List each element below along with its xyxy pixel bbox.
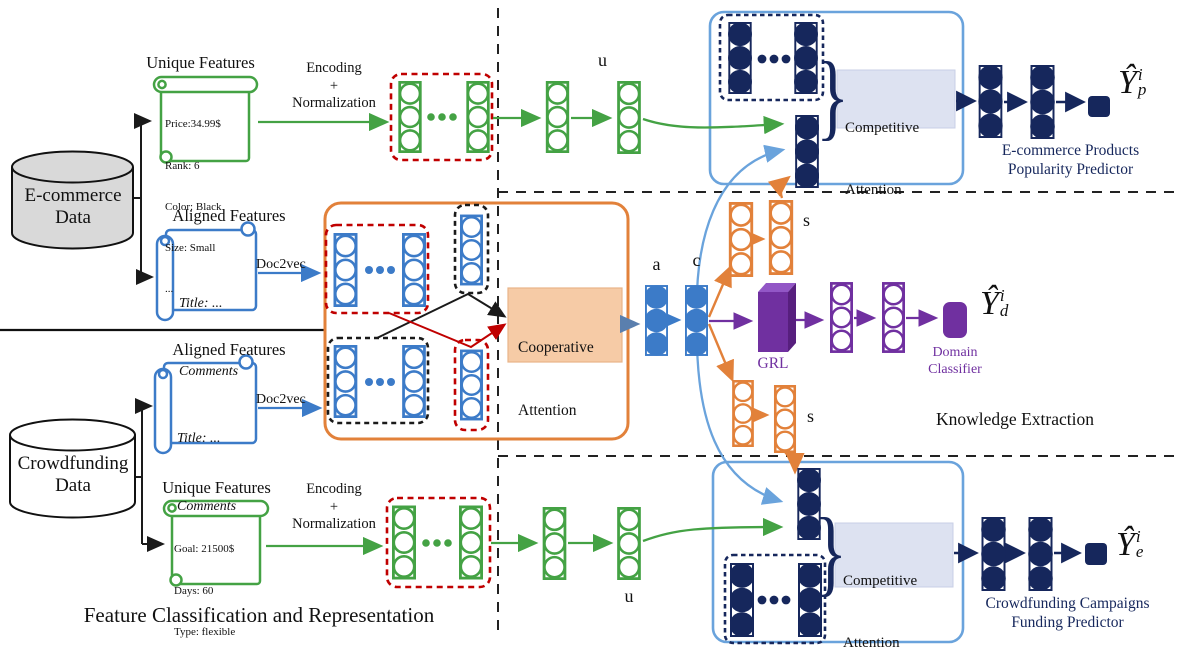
nn-layer xyxy=(459,505,483,580)
superscript-i: i xyxy=(999,286,1005,305)
blue-arrows xyxy=(258,263,682,418)
ecom-unique-scroll-icon xyxy=(152,75,259,164)
ecom-unique-features-title: Unique Features xyxy=(146,53,255,72)
crowd-unique-features-list: Goal: 21500$ Days: 60 Type: flexible #Ba… xyxy=(174,543,236,638)
superscript-i: i xyxy=(1137,65,1143,84)
output-node-e xyxy=(1085,543,1107,565)
vector-label-s-top: s xyxy=(803,210,811,230)
nn-layer xyxy=(542,507,567,580)
vector-label-s-bottom: s xyxy=(807,406,815,426)
nn-layer xyxy=(981,517,1006,591)
crowd-aligned-features-list: Title: ... Comments xyxy=(177,431,237,514)
nn-layer-u-top xyxy=(617,81,641,154)
ecommerce-database-icon xyxy=(11,150,134,250)
nn-layer xyxy=(333,345,358,418)
vector-label-u-bottom: u xyxy=(624,586,634,606)
output-node-d xyxy=(943,302,967,338)
yhat-symbol: Ŷ xyxy=(1116,526,1135,563)
doc2vec-label-top: Doc2vec xyxy=(256,257,306,272)
yhat-symbol: Ŷ xyxy=(1118,64,1137,101)
competitive-attention-box-bottom xyxy=(834,522,954,588)
cross-domain-red-line xyxy=(388,312,507,349)
output-label-yp: Ŷ i p xyxy=(1118,66,1146,100)
doc2vec-label-bottom: Doc2vec xyxy=(256,392,306,407)
nn-layer-a xyxy=(645,284,668,357)
nn-layer xyxy=(466,81,490,153)
green-arrows xyxy=(258,108,785,556)
navy-arrows xyxy=(954,90,1086,564)
black-branch-arrows xyxy=(133,113,507,552)
vector-label-a: a xyxy=(652,254,661,274)
crowd-unique-scroll-icon xyxy=(162,499,270,587)
superscript-i: i xyxy=(1135,527,1141,546)
brace-top: } xyxy=(816,42,850,149)
nn-layer xyxy=(392,505,416,580)
grl-label: GRL xyxy=(757,355,789,372)
subscript-d: d xyxy=(999,301,1009,320)
feature-classification-caption: Feature Classification and Representatio… xyxy=(83,603,435,627)
nn-layer xyxy=(545,81,570,153)
nn-layer xyxy=(830,281,853,354)
nn-layer-u-bottom xyxy=(617,507,641,580)
nn-layer xyxy=(402,345,426,418)
vector-label-c: c xyxy=(692,250,701,270)
nn-layer xyxy=(1028,517,1053,591)
nn-layer xyxy=(333,233,358,307)
subscript-p: p xyxy=(1137,80,1147,99)
cooperative-attention-label: Cooperative Attention xyxy=(518,339,594,419)
encoding-normalization-label-bottom: Encoding + Normalization xyxy=(292,481,376,532)
output-node-p xyxy=(1088,96,1110,117)
nn-layer xyxy=(794,22,818,94)
nn-layer xyxy=(728,22,752,94)
subscript-e: e xyxy=(1135,542,1144,561)
nn-layer xyxy=(398,81,422,153)
nn-layer xyxy=(730,563,754,637)
crowd-aligned-features-title: Aligned Features xyxy=(172,340,286,359)
brace-bottom: } xyxy=(814,498,848,605)
ecommerce-predictor-label: E-commerce Products Popularity Predictor xyxy=(1001,142,1140,178)
output-label-yd: Ŷ i d xyxy=(980,287,1008,321)
nn-layer-s-bottom xyxy=(773,385,797,453)
domain-classifier-label: Domain Classifier xyxy=(928,345,982,377)
nn-layer xyxy=(978,65,1003,138)
competitive-attention-box-top xyxy=(836,69,956,129)
vector-label-u-top: u xyxy=(598,50,607,70)
crowd-unique-features-title: Unique Features xyxy=(162,478,271,497)
crowdfunding-database-icon xyxy=(9,418,136,519)
crowd-aligned-scroll-icon xyxy=(153,354,258,455)
nn-layer-c xyxy=(685,284,708,357)
knowledge-extraction-caption: Knowledge Extraction xyxy=(936,409,1094,429)
grl-block xyxy=(758,283,796,352)
orange-arrows xyxy=(707,175,805,475)
nn-layer xyxy=(731,380,755,447)
navy-attention-layers xyxy=(728,22,1055,637)
nn-layer-s-top xyxy=(768,200,794,275)
nn-layer xyxy=(882,281,905,354)
nn-layer xyxy=(1030,65,1055,139)
nn-layer xyxy=(401,233,427,307)
nn-layer xyxy=(460,349,483,421)
crowdfunding-predictor-label: Crowdfunding Campaigns Funding Predictor xyxy=(985,595,1150,631)
competitive-attention-label-top: Competitive Attention xyxy=(845,120,920,198)
nn-layer xyxy=(460,214,483,286)
blue-aligned-feature-layers xyxy=(333,214,708,421)
ecom-aligned-features-title: Aligned Features xyxy=(172,206,286,225)
ecom-unique-features-list: Price:34.99$ Rank: 6 Color: Black Size: … xyxy=(165,118,222,295)
cooperative-attention-box xyxy=(507,287,623,363)
ecom-aligned-features-list: Title: ... Comments xyxy=(179,296,239,379)
ecom-aligned-scroll-icon xyxy=(155,221,258,322)
yhat-symbol: Ŷ xyxy=(980,285,999,322)
encoding-normalization-label-top: Encoding + Normalization xyxy=(292,60,376,111)
green-unique-feature-layers xyxy=(392,81,641,580)
competitive-attention-label-bottom: Competitive Attention xyxy=(843,573,918,651)
output-label-ye: Ŷ i e xyxy=(1116,528,1143,562)
nn-layer xyxy=(728,202,754,277)
section-dividers xyxy=(0,8,1182,638)
